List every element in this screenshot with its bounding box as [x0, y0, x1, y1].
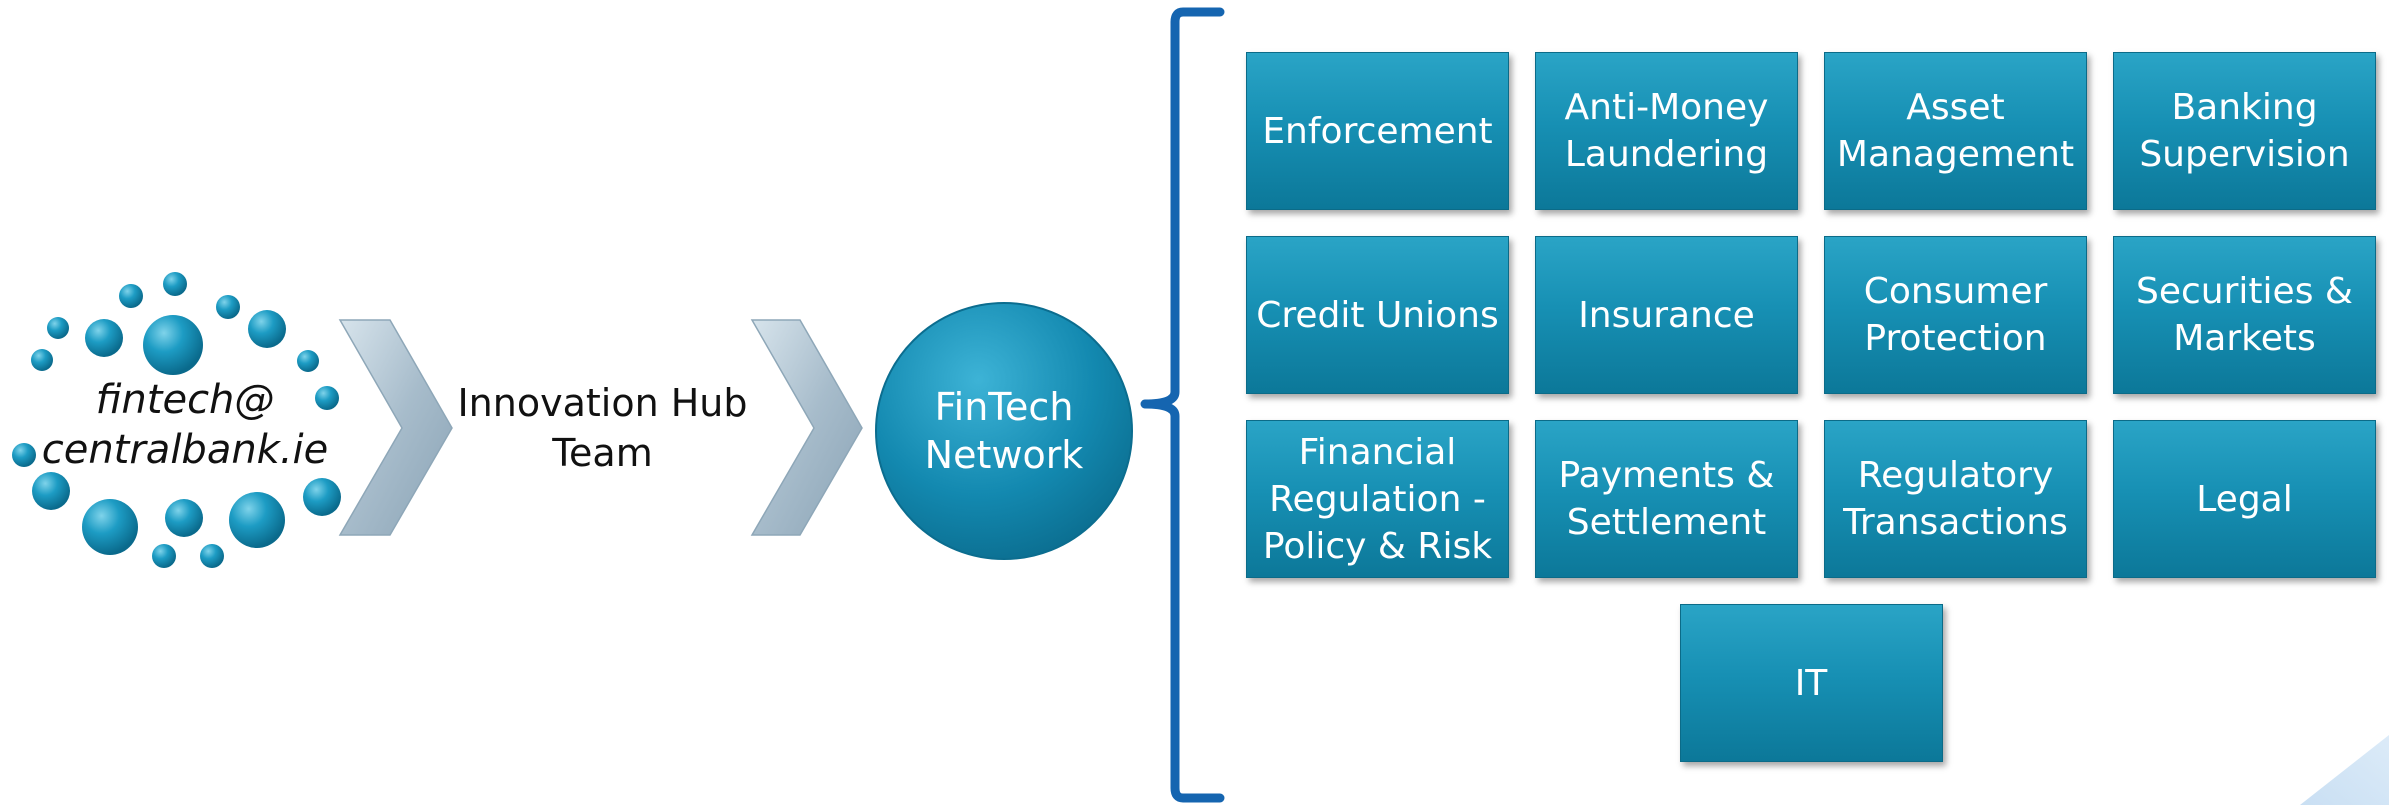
- department-box-asset-management: Asset Management: [1824, 52, 2087, 210]
- department-box-consumer-protection: Consumer Protection: [1824, 236, 2087, 394]
- bubble: [31, 349, 53, 371]
- bubble: [143, 315, 203, 375]
- bubble: [47, 317, 69, 339]
- corner-decoration: [2300, 735, 2389, 805]
- department-box-it: IT: [1679, 604, 1943, 762]
- email-line: centralbank.ie: [41, 427, 329, 473]
- fintech-network-label: FinTech Network: [875, 302, 1133, 560]
- network-label-line: FinTech: [934, 385, 1074, 429]
- department-box-enforcement: Enforcement: [1246, 52, 1509, 210]
- bubble: [163, 272, 187, 296]
- bubble: [229, 492, 285, 548]
- department-box-legal: Legal: [2113, 420, 2376, 578]
- department-grid: Enforcement Anti-Money Laundering Asset …: [1246, 52, 2379, 762]
- bubble: [200, 544, 224, 568]
- bubble: [12, 443, 36, 467]
- bubble: [216, 295, 240, 319]
- contact-email[interactable]: fintech@ centralbank.ie: [0, 375, 370, 475]
- bubble: [32, 472, 70, 510]
- bubble: [315, 386, 339, 410]
- innovation-hub-team-label: Innovation Hub Team: [445, 378, 760, 478]
- bubble: [152, 544, 176, 568]
- curly-brace: [1140, 7, 1225, 803]
- department-box-payments-settlement: Payments & Settlement: [1535, 420, 1798, 578]
- bubble: [297, 350, 319, 372]
- email-line: fintech@: [95, 377, 275, 423]
- department-box-securities-markets: Securities & Markets: [2113, 236, 2376, 394]
- bubble: [165, 499, 203, 537]
- bubble: [248, 310, 286, 348]
- chevron-arrow-icon: [338, 319, 453, 536]
- bubble-cluster: [12, 272, 341, 568]
- department-box-financial-regulation: Financial Regulation - Policy & Risk: [1246, 420, 1509, 578]
- bubble: [303, 478, 341, 516]
- team-label-line: Team: [552, 431, 653, 475]
- department-box-insurance: Insurance: [1535, 236, 1798, 394]
- bubble: [85, 319, 123, 357]
- department-box-regulatory-transactions: Regulatory Transactions: [1824, 420, 2087, 578]
- department-box-banking-supervision: Banking Supervision: [2113, 52, 2376, 210]
- department-box-anti-money-laundering: Anti-Money Laundering: [1535, 52, 1798, 210]
- bubble: [119, 284, 143, 308]
- network-label-line: Network: [924, 433, 1084, 477]
- network-circle: [875, 302, 1133, 560]
- team-label-line: Innovation Hub: [457, 381, 748, 425]
- chevron-arrow-icon: [750, 319, 863, 536]
- department-box-credit-unions: Credit Unions: [1246, 236, 1509, 394]
- bubble: [82, 499, 138, 555]
